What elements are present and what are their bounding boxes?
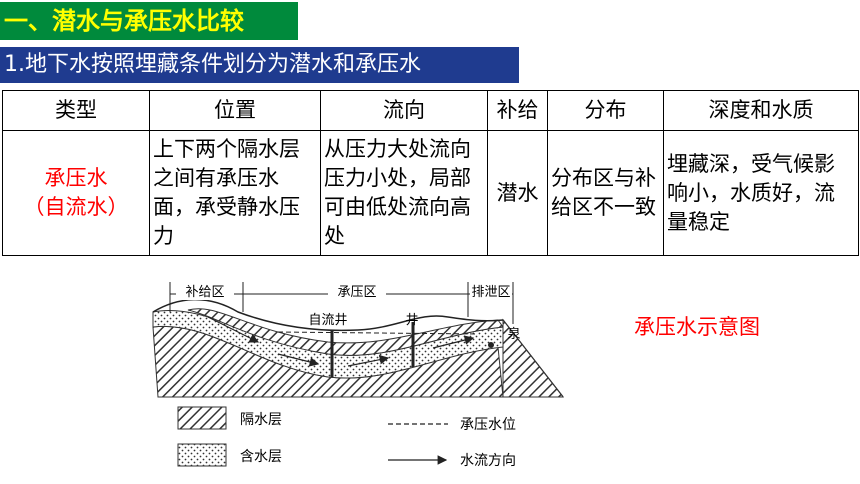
legend-aquifer-label: 含水层: [240, 449, 282, 465]
ground-surface: [152, 298, 564, 398]
label-artesian-well: 自流井: [308, 312, 347, 327]
cell-position: 上下两个隔水层之间有承压水面，承受静水压力: [149, 130, 321, 256]
label-discharge-zone: 排泄区: [471, 284, 510, 299]
header-position: 位置: [149, 90, 321, 131]
upper-aquiclude: [187, 308, 504, 356]
cell-flow: 从压力大处流向压力小处，局部可由低处流向高处: [320, 130, 488, 256]
pressure-level-line: [277, 331, 479, 335]
comparison-table: 类型 位置 流向 补给 分布 深度和水质 承压水 （自流水） 上下两个隔水层之间…: [2, 90, 859, 256]
flow-arrow: [432, 335, 475, 349]
legend-aquifer-swatch: [177, 443, 227, 467]
cell-recharge: 潜水: [487, 130, 548, 256]
header-flow: 流向: [320, 90, 488, 131]
legend-pressure-level-label: 承压水位: [460, 417, 516, 433]
legend-flow-direction-label: 水流方向: [460, 453, 516, 469]
subheading: 1.地下水按照埋藏条件划分为潜水和承压水: [0, 47, 519, 83]
cell-depth-quality: 埋藏深，受气候影响小，水质好，流量稳定: [663, 130, 859, 256]
label-well: 井: [405, 312, 418, 327]
spring-icon: [488, 342, 494, 348]
flow-arrow: [207, 316, 260, 343]
type-alias: （自流水）: [23, 195, 129, 219]
cell-distribution: 分布区与补给区不一致: [547, 130, 664, 256]
legend-aquiclude-label: 隔水层: [240, 412, 282, 428]
label-spring: 泉: [507, 326, 520, 341]
diagram-caption: 承压水示意图: [634, 315, 760, 339]
legend-aquiclude-swatch: [177, 406, 227, 430]
header-type: 类型: [2, 90, 150, 131]
label-pressure-zone: 承压区: [337, 284, 376, 299]
table-header-row: 类型 位置 流向 补给 分布 深度和水质: [2, 90, 859, 131]
table-row: 承压水 （自流水） 上下两个隔水层之间有承压水面，承受静水压力 从压力大处流向压…: [2, 130, 859, 256]
label-recharge-zone: 补给区: [185, 284, 224, 299]
header-depth-quality: 深度和水质: [663, 90, 859, 131]
right-slope-hatch: [502, 318, 565, 398]
header-distribution: 分布: [547, 90, 664, 131]
section-heading: 一、潜水与承压水比较: [0, 2, 298, 40]
flow-arrow: [277, 353, 320, 367]
cell-type: 承压水 （自流水）: [2, 130, 150, 256]
type-name: 承压水: [44, 166, 108, 190]
header-recharge: 补给: [487, 90, 548, 131]
flow-arrow: [347, 354, 390, 367]
artesian-water-diagram: 补给区 承压区 排泄区 自流井 井 泉 隔水层 含水层 承压水位 水流方向: [152, 282, 565, 469]
